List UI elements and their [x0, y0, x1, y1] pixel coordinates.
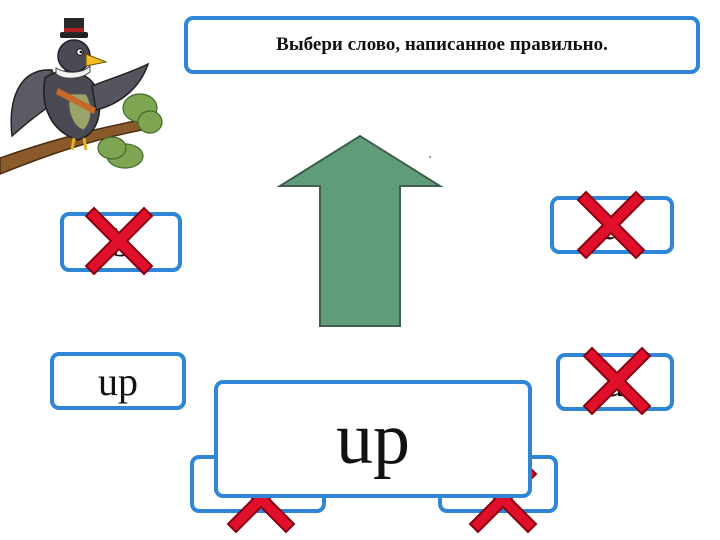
instruction-banner: Выбери слово, написанное правильно. — [184, 16, 700, 74]
correct-answer-text: up — [336, 397, 410, 480]
stray-dot — [429, 156, 431, 158]
wrong-cross-icon — [576, 190, 646, 260]
crow-illustration — [0, 18, 163, 175]
correct-answer-panel: up — [214, 380, 532, 498]
answer-option-left-bottom[interactable]: up — [50, 352, 186, 410]
answer-option-text: up — [98, 358, 138, 404]
instruction-text: Выбери слово, написанное правильно. — [276, 34, 608, 55]
wrong-cross-icon — [582, 346, 652, 416]
wrong-cross-icon — [84, 206, 154, 276]
up-arrow-graphic — [276, 134, 444, 327]
